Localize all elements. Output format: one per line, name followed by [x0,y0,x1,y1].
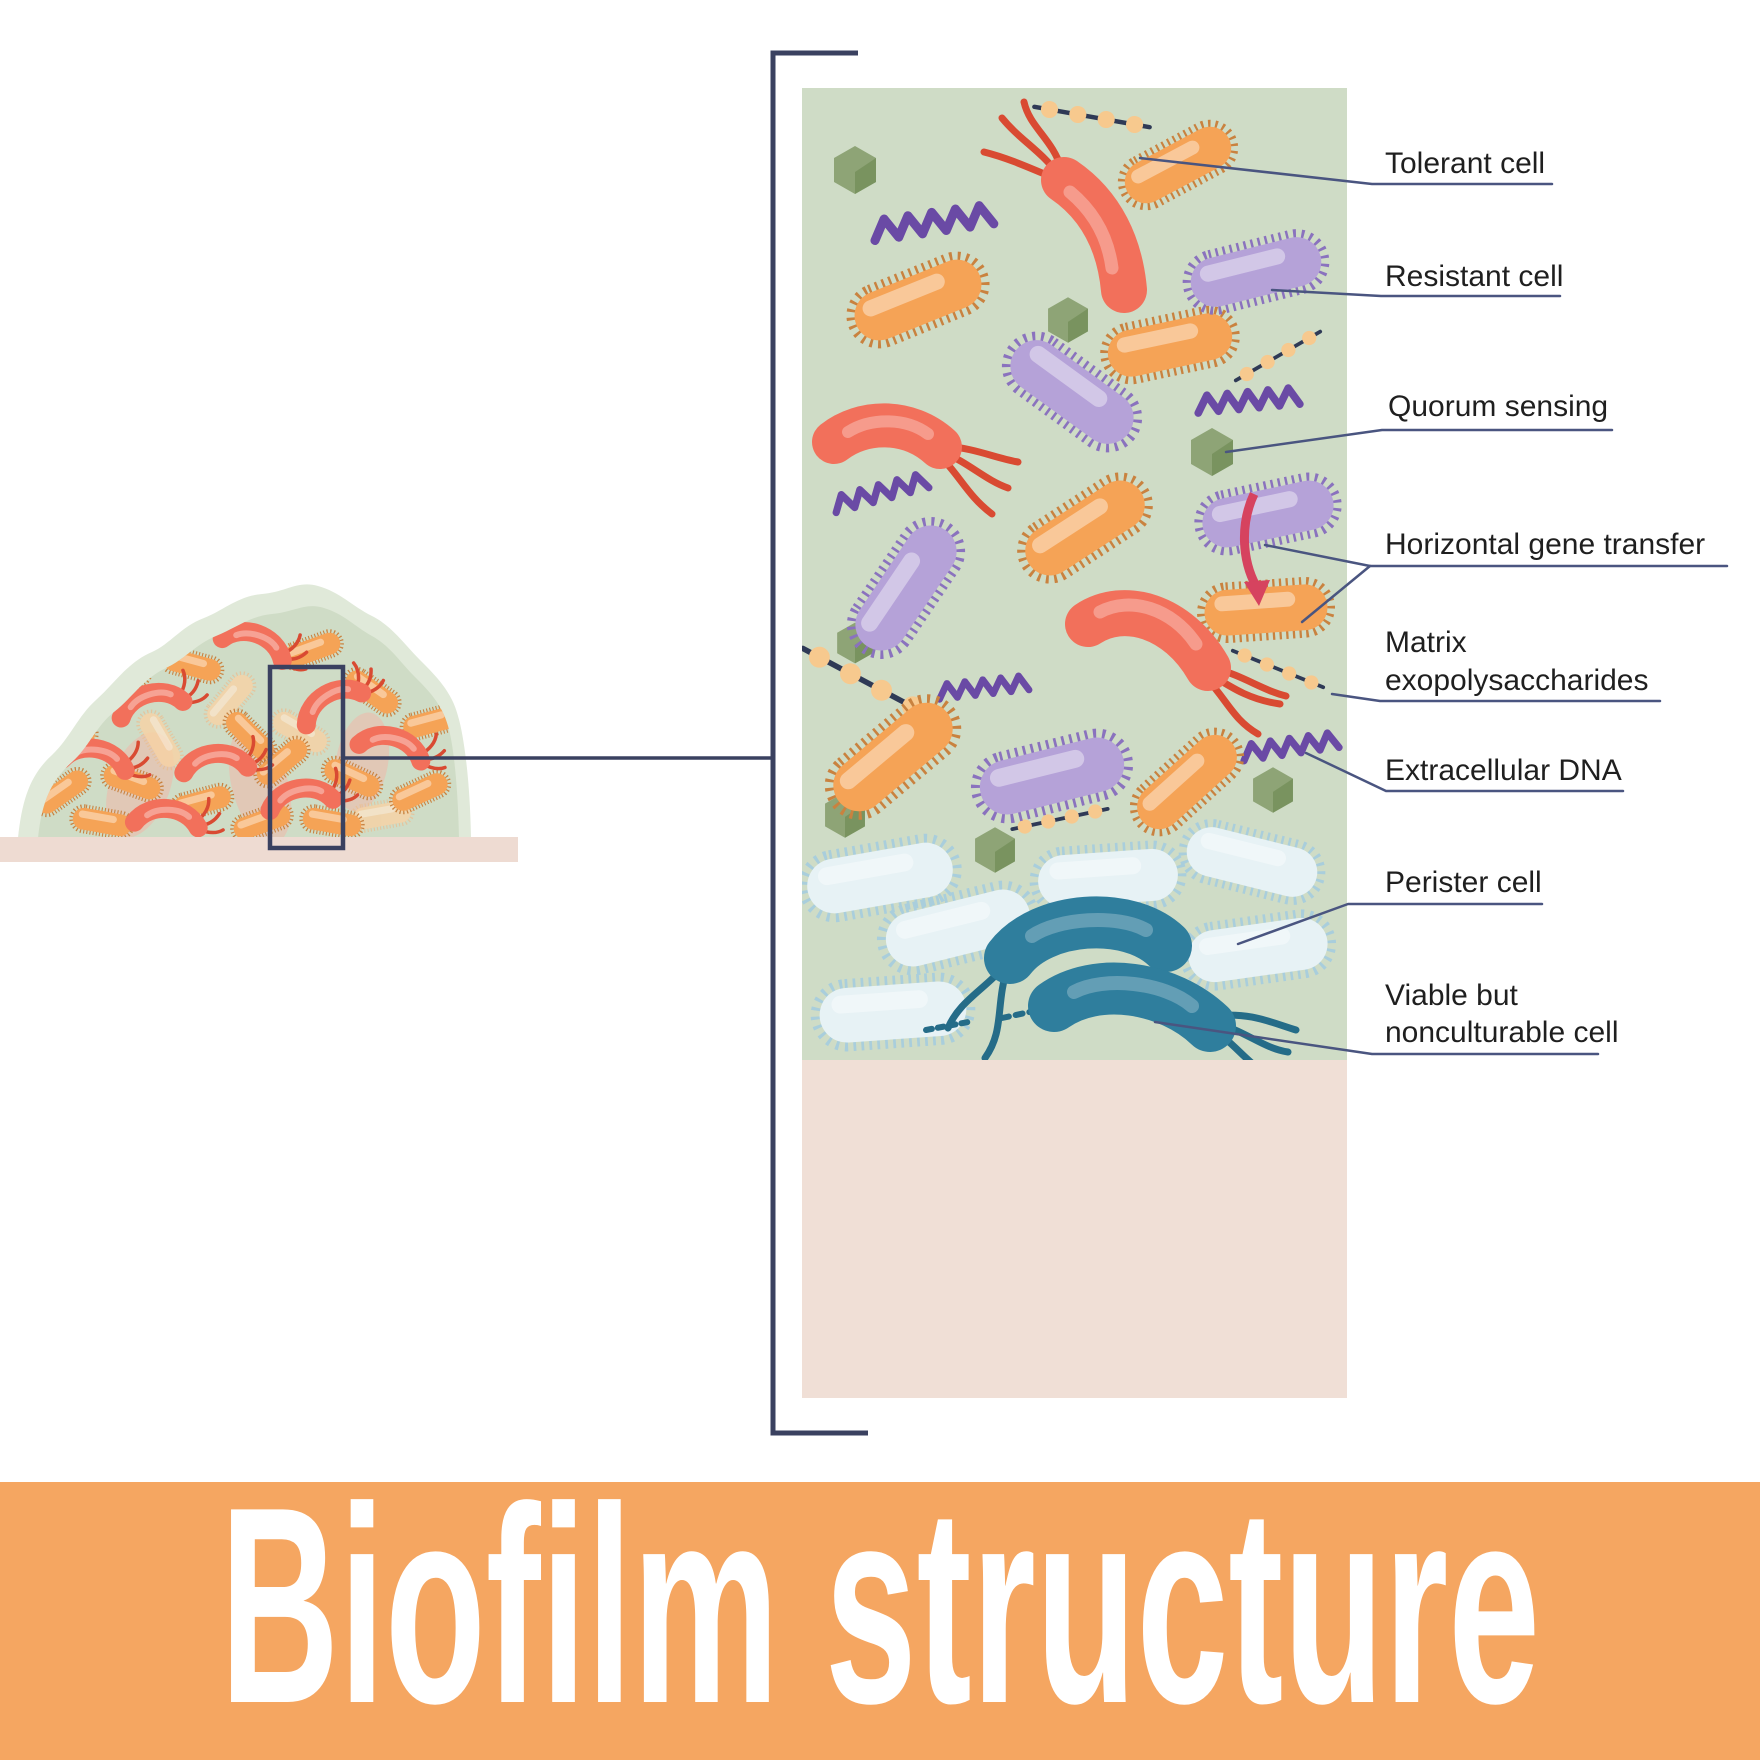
persister-cell-bacterium [817,979,969,1045]
annotation-labels: Tolerant cell Resistant cell Quorum sens… [1138,147,1729,1056]
hgt-arrow-icon [1240,492,1261,589]
vbnc-bacterium [999,962,1300,1060]
mini-biofilm-overview [0,584,518,862]
label-extracellular-dna: Extracellular DNA [1385,754,1622,787]
label-matrix-line1: Matrix [1385,626,1467,659]
leader-matrix-eps [1330,692,1662,703]
curved-bacterium [980,98,1147,313]
leader-vbnc-cell [1153,1020,1600,1056]
mini-substrate-surface [0,837,518,862]
curved-bacterium [1065,590,1290,738]
label-quorum-sensing: Quorum sensing [1388,390,1608,423]
page-title: Biofilm structure [220,1450,1540,1760]
hgt-recipient-bacterium [1202,582,1330,638]
label-tolerant-cell: Tolerant cell [1385,147,1545,180]
hgt-arrowhead-icon [1244,580,1270,606]
leader-quorum-sensing [1224,428,1614,454]
biofilm-cross-section-panel [802,88,1347,1398]
label-horizontal-gene-transfer: Horizontal gene transfer [1385,528,1705,561]
leader-hgt-recipient [1300,564,1372,624]
title-banner-background [0,1482,1760,1760]
label-resistant-cell: Resistant cell [1385,260,1563,293]
leader-resistant-cell [1270,288,1562,298]
bracket [770,50,868,1436]
leader-persister-cell [1236,902,1544,946]
label-matrix-line2: exopolysaccharides [1385,664,1648,697]
label-vbnc-line2: nonculturable cell [1385,1016,1618,1049]
leader-extracellular-dna [1304,751,1625,793]
mini-biofilm-cells [38,610,459,838]
title-banner: Biofilm structure [0,1450,1760,1760]
leader-tolerant-cell [1138,156,1554,186]
label-vbnc-line1: Viable but [1385,979,1519,1012]
substrate-layer [802,1060,1347,1398]
label-persister-cell: Perister cell [1385,866,1542,899]
vbnc-bacterium [923,896,1192,1060]
curved-bacterium [812,403,1022,518]
